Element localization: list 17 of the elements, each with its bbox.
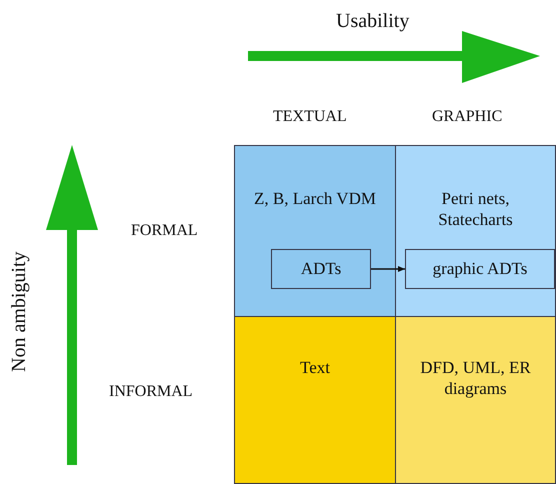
- cell-text: Text: [299, 357, 331, 378]
- cell-text: DFD, UML, ER diagrams: [419, 357, 532, 399]
- axis-label: Non ambiguity: [8, 251, 31, 372]
- label-box: ADTs: [271, 249, 371, 289]
- cell-text: Z, B, Larch VDM: [253, 188, 377, 209]
- grid-cell: [395, 145, 556, 317]
- grid-cell: [234, 145, 396, 317]
- column-header: TEXTUAL: [273, 108, 347, 126]
- label-box: graphic ADTs: [405, 249, 555, 289]
- arrow: [371, 266, 405, 272]
- row-header: INFORMAL: [109, 383, 193, 401]
- cell-text: Petri nets, Statecharts: [437, 188, 514, 230]
- grid-cell: [395, 316, 556, 484]
- axis-label: Usability: [336, 10, 410, 33]
- column-header: GRAPHIC: [432, 108, 502, 126]
- row-header: FORMAL: [131, 222, 198, 240]
- grid-cell: [234, 316, 396, 484]
